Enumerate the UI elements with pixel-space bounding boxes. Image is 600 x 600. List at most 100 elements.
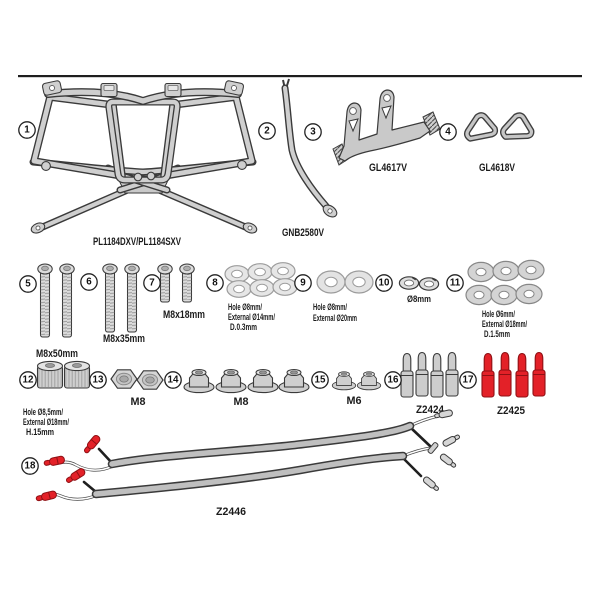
- part-6-badge: 6: [80, 273, 98, 291]
- part-5-label: M8x50mm: [36, 348, 78, 360]
- part-14-nut: [247, 368, 279, 394]
- part-11-number: 11: [450, 278, 461, 289]
- part-18-red-terminal: [42, 455, 66, 468]
- part-15-number: 15: [315, 375, 326, 386]
- part-16-number: 16: [388, 375, 399, 386]
- part-5-badge: 5: [19, 275, 37, 293]
- part-12-spec-line: External Ø18mm/: [23, 417, 69, 428]
- part-10-washer: [418, 277, 440, 291]
- part-8-washer: [247, 263, 273, 281]
- part-16-terminal: [445, 351, 459, 397]
- part-12-spacer: [36, 360, 64, 389]
- part-10-label: Ø8mm: [407, 294, 431, 305]
- part-18-grey-terminal: [441, 432, 462, 448]
- part-8-washer: [224, 265, 250, 283]
- part-15: 15 M6: [311, 371, 382, 407]
- part-14-nut: [278, 368, 310, 394]
- part-11-spec-line: Hole Ø6mm/: [482, 309, 515, 320]
- part-9-spec-line: Hole Ø8mm/: [313, 302, 347, 313]
- part-6-number: 6: [86, 277, 92, 288]
- part-3: 3 GL4617V: [304, 89, 441, 174]
- part-10-number: 10: [379, 278, 390, 289]
- part-11-washer: [465, 284, 493, 306]
- part-12-badge: 12: [19, 371, 37, 389]
- part-2: 2 GNB2580V: [258, 78, 338, 239]
- part-7-number: 7: [149, 278, 155, 289]
- part-6: 6 M8x35mm: [80, 263, 145, 345]
- part-12-spacer: [63, 360, 91, 389]
- part-17-terminal: [515, 352, 529, 398]
- part-11-washer: [467, 261, 495, 283]
- part-3-badge: 3: [304, 123, 322, 141]
- part-4-label: GL4618V: [479, 162, 516, 174]
- part-18-red-terminal: [81, 433, 102, 456]
- part-11-washer: [517, 259, 545, 281]
- part-11-washer: [492, 260, 520, 282]
- part-9-number: 9: [300, 278, 306, 289]
- part-17-number: 17: [463, 375, 474, 386]
- part-11-badge: 11: [446, 274, 464, 292]
- part-6-label: M8x35mm: [103, 333, 145, 345]
- part-13-badge: 13: [89, 371, 107, 389]
- part-17-terminal: [498, 351, 512, 397]
- part-11-spec-line: D.1.5mm: [484, 329, 510, 340]
- part-13-number: 13: [93, 375, 104, 386]
- part-7-screw: [179, 263, 195, 303]
- part-6-screw: [124, 263, 140, 333]
- part-18: 18 Z2446: [21, 408, 462, 518]
- part-5-number: 5: [25, 279, 31, 290]
- part-14-nut: [183, 368, 215, 394]
- part-17-label: Z2425: [497, 405, 525, 417]
- part-10-badge: 10: [375, 274, 393, 292]
- part-18-grey-terminal: [421, 475, 441, 493]
- part-8-washer: [270, 262, 296, 280]
- part-18-drawing: [34, 408, 462, 503]
- part-5: 5 M8x50mm: [19, 263, 78, 360]
- part-14: 14 M8: [164, 368, 310, 408]
- part-3-label: GL4617V: [369, 162, 408, 174]
- part-9-spec-line: External Ø20mm: [313, 313, 357, 324]
- part-12: 12 Hole Ø8,5mm/ External Ø18mm/ H.15mm: [19, 360, 91, 438]
- part-7-label: M8x18mm: [163, 309, 205, 321]
- part-11-spec-line: External Ø18mm/: [482, 319, 527, 330]
- part-4-drawing: [465, 114, 532, 139]
- part-14-number: 14: [168, 375, 179, 386]
- part-8-washer: [226, 280, 252, 298]
- part-15-nut: [356, 371, 382, 391]
- part-4-number: 4: [445, 127, 451, 138]
- part-14-nut: [215, 368, 247, 394]
- part-17: 17 Z2425: [459, 351, 546, 417]
- part-1-badge: 1: [18, 121, 36, 139]
- part-5-screw: [37, 263, 53, 338]
- part-14-label: M8: [234, 396, 249, 408]
- part-5-screw: [59, 263, 75, 338]
- part-3-number: 3: [310, 127, 316, 138]
- part-18-number: 18: [25, 461, 36, 472]
- part-18-grey-terminal: [438, 452, 458, 470]
- part-9: 9 Hole Ø8mm/ External Ø20mm: [294, 270, 374, 324]
- part-14-badge: 14: [164, 371, 182, 389]
- part-17-badge: 17: [459, 371, 477, 389]
- part-15-label: M6: [347, 395, 362, 407]
- part-8-washer: [272, 278, 298, 296]
- part-16-terminal: [430, 352, 444, 398]
- part-13: 13 M8: [89, 369, 164, 408]
- part-18-red-terminal: [34, 489, 58, 503]
- part-11: 11 Hole Ø6mm/ External Ø18mm/ D.1.5mm: [446, 259, 545, 340]
- part-7-badge: 7: [143, 274, 161, 292]
- part-9-washer: [344, 270, 374, 294]
- part-16-terminal: [400, 352, 414, 398]
- part-13-label: M8: [131, 396, 146, 408]
- part-16: 16 Z2424: [384, 351, 459, 416]
- part-9-badge: 9: [294, 274, 312, 292]
- part-8-spec-line: D.0.3mm: [230, 322, 257, 333]
- part-2-label: GNB2580V: [282, 227, 325, 239]
- part-1: 1 PL1184DXV/PL1184SXV: [18, 79, 258, 248]
- part-18-badge: 18: [21, 457, 39, 475]
- part-8-number: 8: [212, 278, 218, 289]
- part-11-washer: [490, 284, 518, 306]
- part-16-terminal: [415, 351, 429, 397]
- part-12-spec-line: H.15mm: [26, 427, 54, 438]
